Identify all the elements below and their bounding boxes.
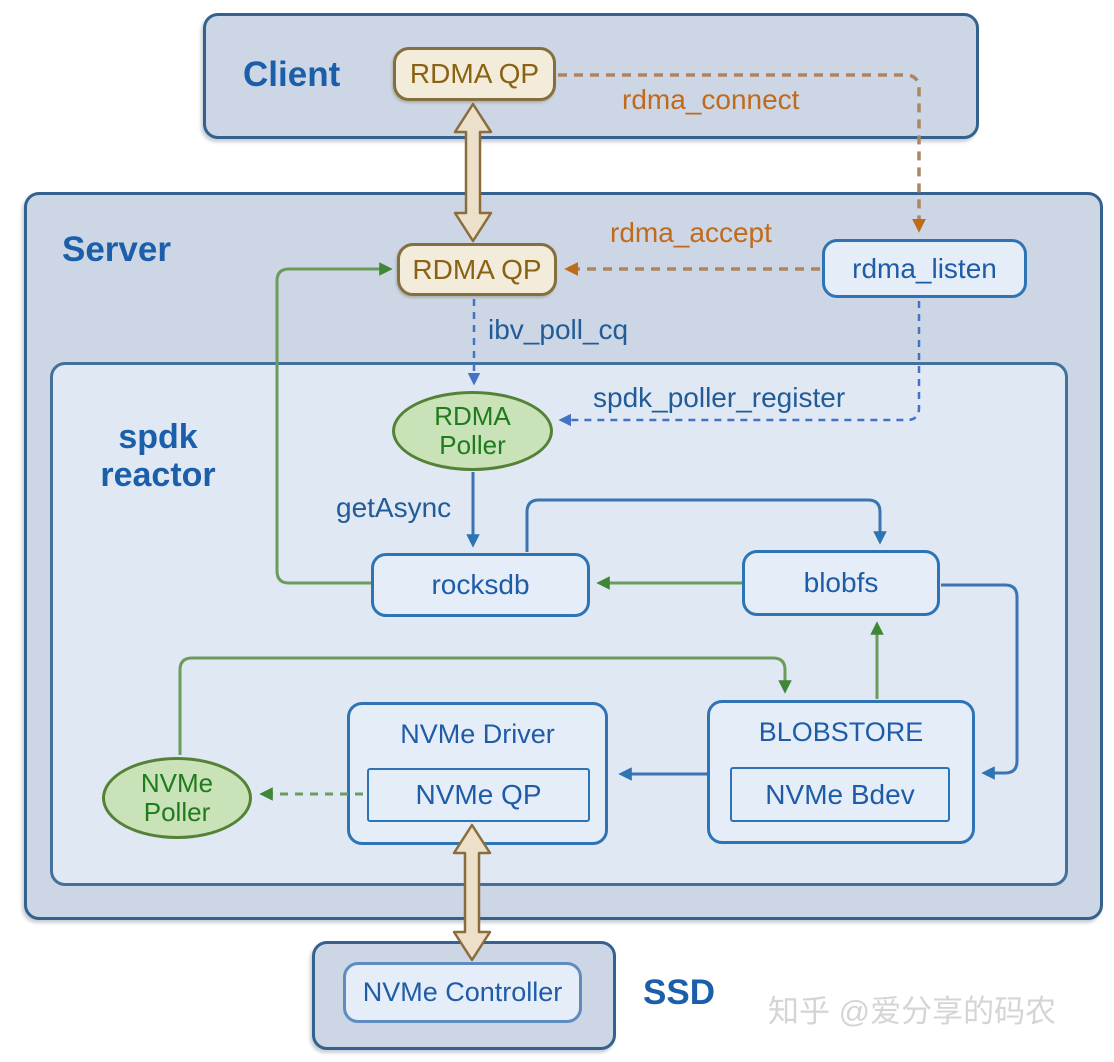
rocksdb-label: rocksdb xyxy=(431,569,530,600)
blobstore-label: BLOBSTORE xyxy=(758,717,924,747)
blobfs-node: blobfs xyxy=(742,550,940,616)
ibv-poll-cq-label: ibv_poll_cq xyxy=(488,314,629,345)
nvme-controller-node: NVMe Controller xyxy=(343,962,582,1023)
watermark-text: 知乎 @爱分享的码农 xyxy=(768,994,1057,1029)
nvme-qp-node: NVMe QP xyxy=(367,768,590,822)
getasync-label: getAsync xyxy=(336,492,452,523)
server-rdma-qp-label: RDMA QP xyxy=(412,253,542,285)
rdma-accept-label: rdma_accept xyxy=(610,217,772,248)
rdma-listen-node: rdma_listen xyxy=(822,239,1027,298)
nvme-poller-line2: Poller xyxy=(143,797,211,827)
client-rdma-qp-label: RDMA QP xyxy=(409,58,540,89)
rdma-connect-label: rdma_connect xyxy=(622,84,800,115)
spdk-poller-register-label: spdk_poller_register xyxy=(593,382,846,413)
rdma-listen-label: rdma_listen xyxy=(852,252,997,284)
rdma-poller-ellipse: RDMA Poller xyxy=(392,391,553,471)
spdk-reactor-title-line1: spdk xyxy=(118,418,198,456)
nvme-qp-label: NVMe QP xyxy=(415,779,542,810)
nvme-bdev-node: NVMe Bdev xyxy=(730,767,950,822)
nvme-bdev-label: NVMe Bdev xyxy=(765,778,915,810)
nvme-driver-label: NVMe Driver xyxy=(400,719,555,749)
blobfs-label: blobfs xyxy=(803,567,879,598)
server-title: Server xyxy=(62,230,171,269)
nvme-poller-line1: NVMe xyxy=(140,767,214,798)
nvme-poller-ellipse: NVMe Poller xyxy=(102,757,252,839)
client-title: Client xyxy=(243,55,341,94)
rocksdb-node: rocksdb xyxy=(371,553,590,617)
spdk-reactor-title-line2: reactor xyxy=(100,456,216,495)
rdma-poller-line1: RDMA xyxy=(434,400,511,431)
ssd-title: SSD xyxy=(643,973,715,1012)
spdk-reactor-title: spdk reactor xyxy=(68,418,248,494)
client-rdma-qp-node: RDMA QP xyxy=(393,47,556,101)
nvme-controller-label: NVMe Controller xyxy=(362,977,563,1007)
server-rdma-qp-node: RDMA QP xyxy=(397,243,557,296)
rdma-poller-line2: Poller xyxy=(439,430,506,460)
